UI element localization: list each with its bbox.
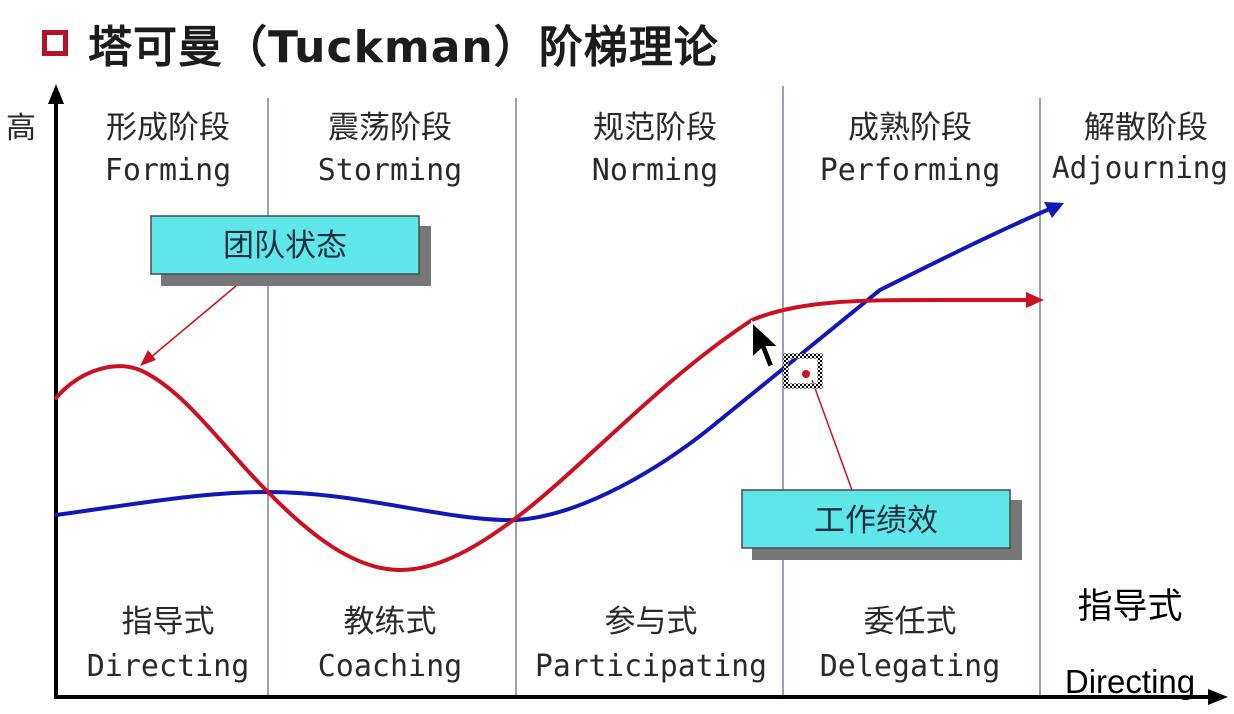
y-axis-label: 高 (6, 111, 36, 146)
team-state-callout (150, 215, 420, 275)
team-state-curve (54, 297, 1030, 573)
leadership-style-en: Coaching (318, 649, 463, 684)
x-axis-arrowhead (1208, 689, 1228, 705)
work-performance-callout-label: 工作绩效 (814, 503, 938, 539)
work-performance-callout (741, 489, 1011, 549)
callout-pointer (811, 379, 853, 491)
leadership-style-cn: 参与式 (605, 604, 698, 640)
callout-pointer-dot (802, 370, 810, 378)
team-state-arrowhead (1026, 292, 1044, 308)
work-performance-arrowhead (1044, 202, 1064, 218)
y-axis-arrowhead (48, 84, 64, 104)
leadership-style-cn: 委任式 (864, 604, 957, 640)
stage-label-en: Performing (820, 153, 1001, 188)
leadership-style-cn: 教练式 (344, 604, 437, 640)
callout-pointer-arrowhead (140, 350, 156, 366)
stage-label-en: Norming (592, 153, 718, 188)
stage-label-cn: 成熟阶段 (848, 110, 972, 146)
callout-pointer (149, 285, 237, 359)
stage-label-cn: 解散阶段 (1084, 110, 1208, 146)
stage-label-cn: 震荡阶段 (328, 110, 452, 146)
selection-handle[interactable] (783, 353, 823, 389)
page-title: 塔可曼（Tuckman）阶梯理论 (88, 22, 719, 73)
work-performance-curve (54, 206, 1054, 523)
stage-label-en: Storming (318, 153, 463, 188)
stage-label-cn: 规范阶段 (593, 110, 717, 146)
stage-label-en: Forming (105, 153, 231, 188)
leadership-style-en: Directing (1065, 663, 1195, 700)
leadership-style-en: Participating (535, 649, 767, 684)
leadership-style-cn: 指导式 (1077, 587, 1182, 627)
leadership-style-cn: 指导式 (122, 604, 215, 640)
stage-label-cn: 形成阶段 (106, 110, 230, 146)
square-bullet-icon (42, 30, 68, 56)
leadership-style-en: Directing (87, 649, 250, 684)
team-state-callout-label: 团队状态 (223, 228, 347, 264)
mouse-pointer-icon (751, 319, 782, 370)
title-bar: 塔可曼（Tuckman）阶梯理论 (42, 8, 719, 78)
stage-label-en: Adjourning (1052, 151, 1228, 186)
leadership-style-en: Delegating (820, 649, 1001, 684)
